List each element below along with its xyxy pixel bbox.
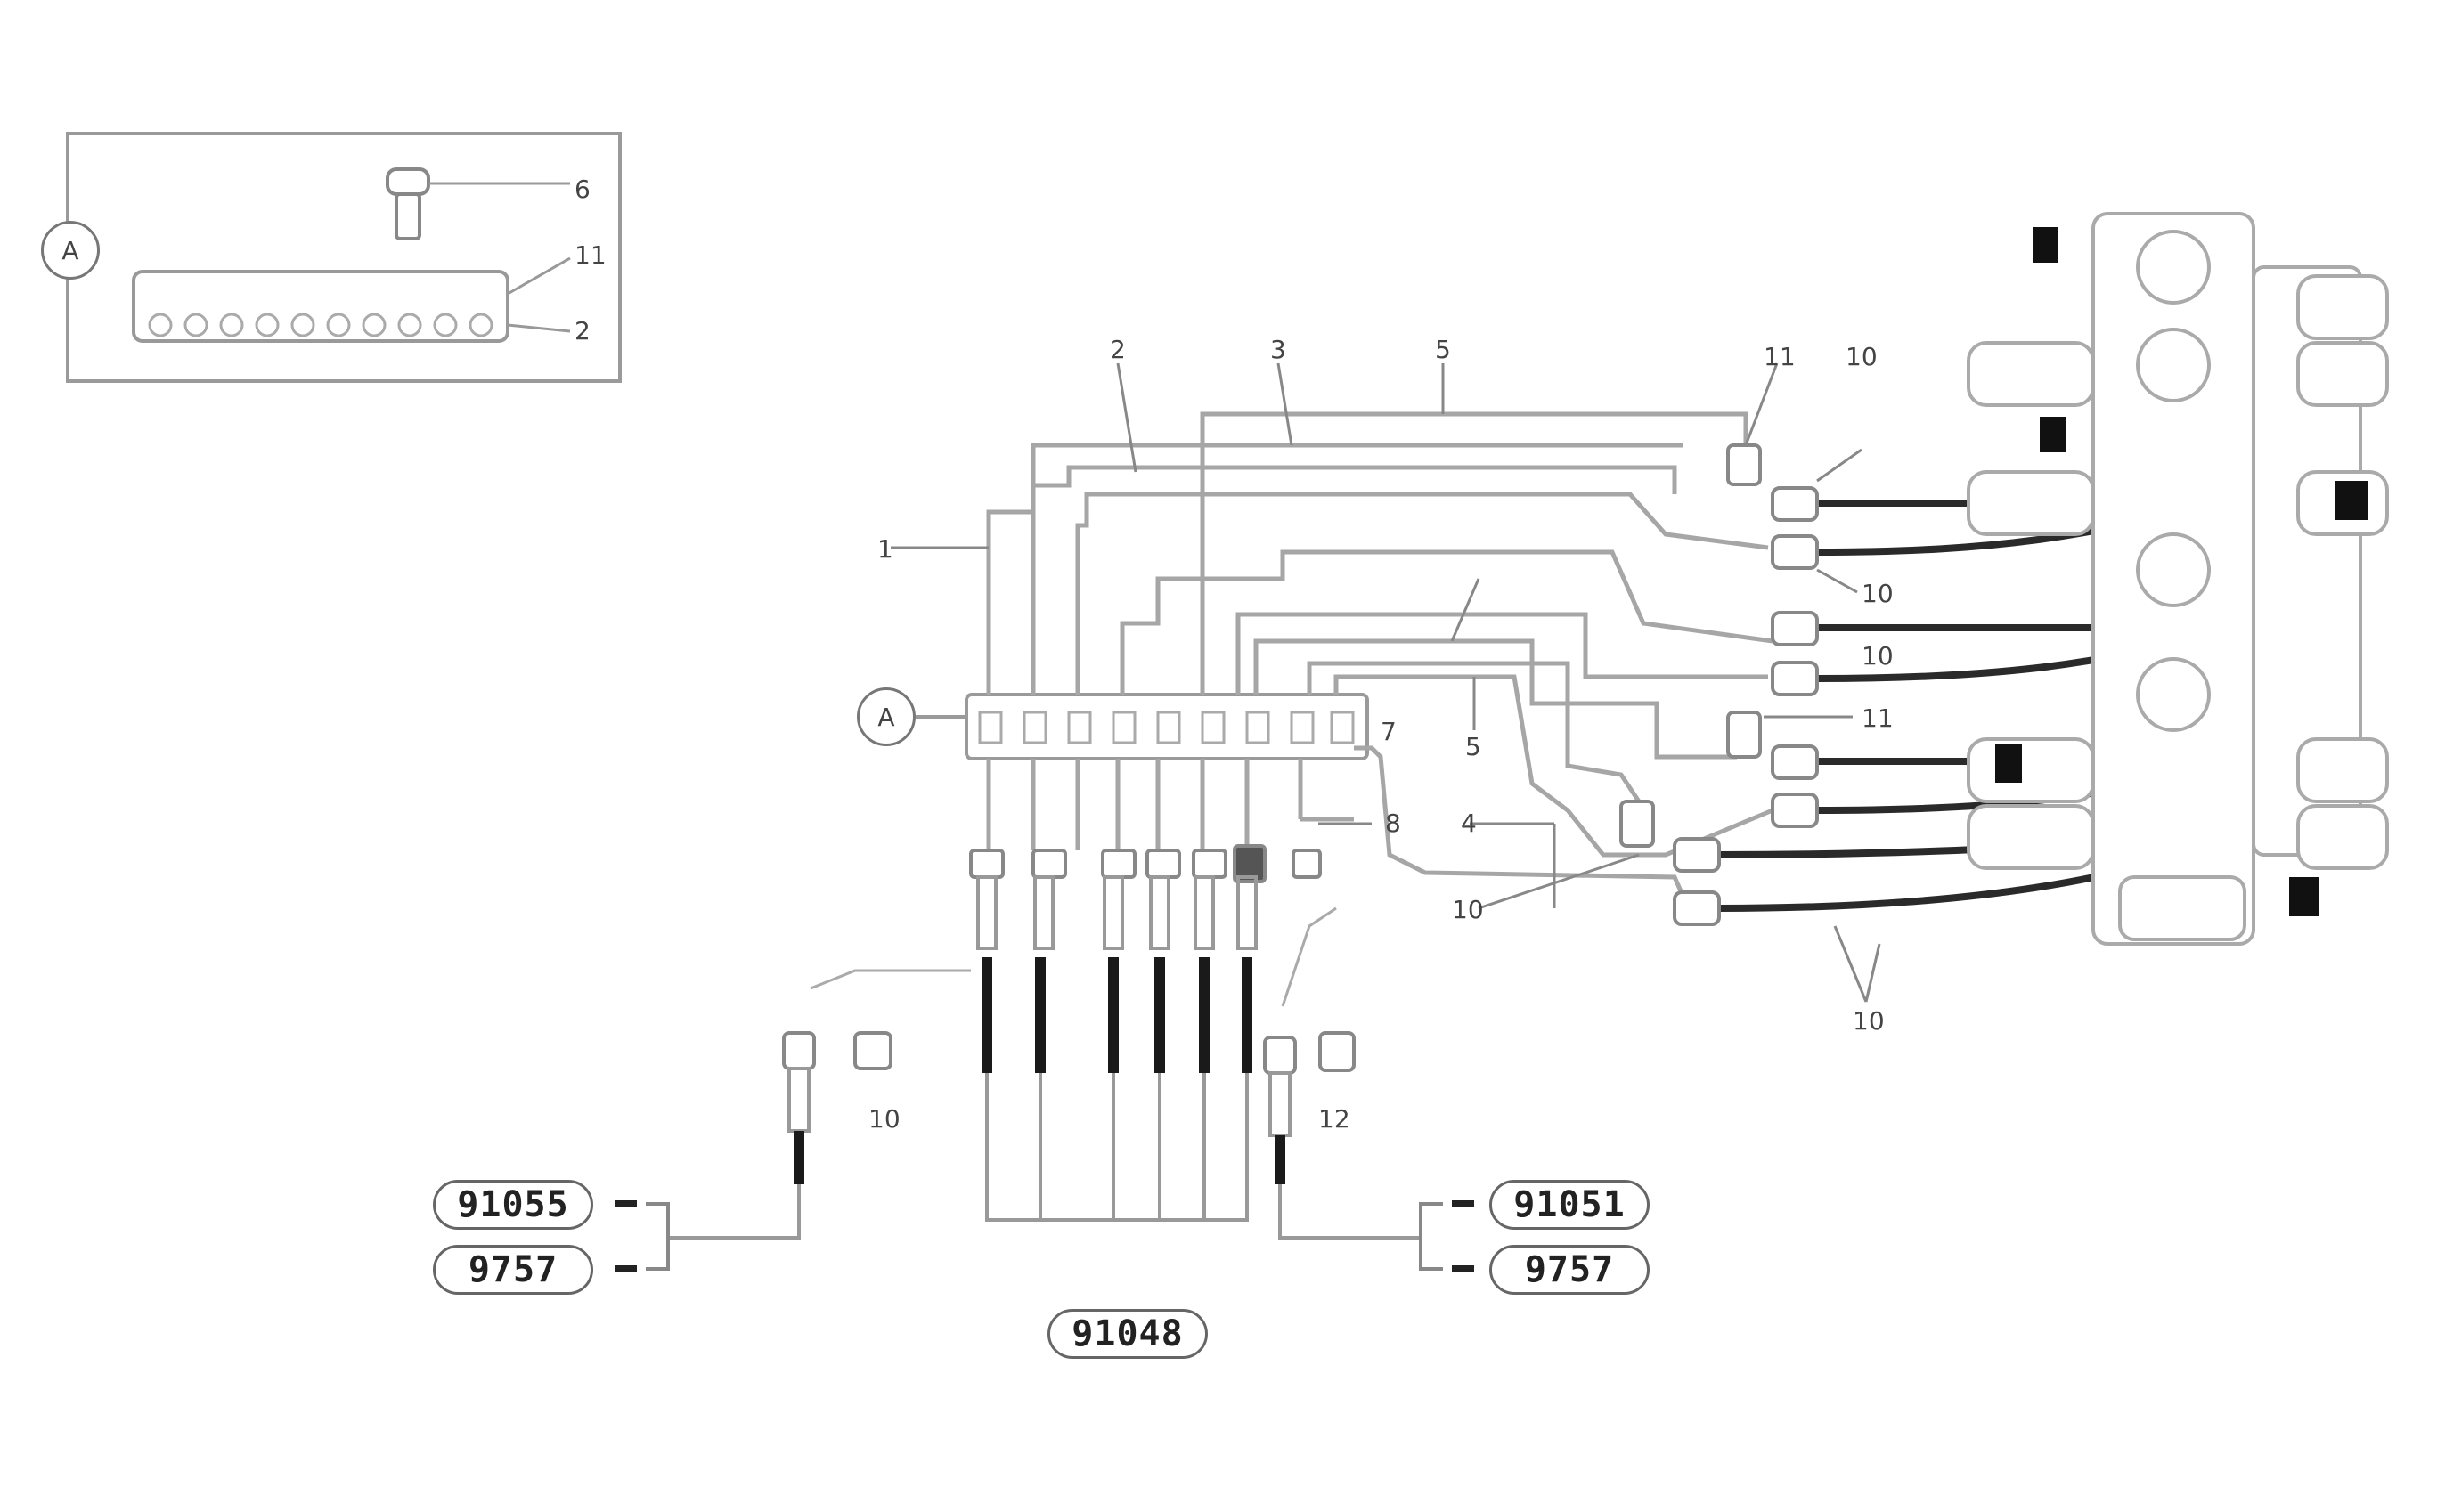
callout-detail-11: 11 [575,240,607,270]
callout-detail-6: 6 [575,175,591,204]
callout-side-10e: 10 [868,1104,901,1134]
callout-leaders [891,362,1881,1003]
ref-box-left-bottom[interactable]: 9757 [433,1245,593,1295]
detail-a-frame [66,132,622,383]
callout-side-1: 1 [877,534,893,564]
plate-a-marker: A [857,687,916,746]
callout-side-10c: 10 [1452,895,1484,924]
callout-side-12: 12 [1318,1104,1350,1134]
callout-top-3: 3 [1270,335,1286,364]
control-valve-block [1967,212,2389,946]
left-coupling [668,969,971,1240]
fitting-row [969,844,1322,883]
callout-side-4: 4 [1461,809,1477,838]
lower-hoses [986,759,1354,850]
hose-bundle-bracket [985,1073,1249,1222]
fitting-stems [976,875,1258,950]
callout-side-10d: 10 [1853,1006,1885,1036]
ref-box-right-top[interactable]: 91051 [1489,1180,1650,1230]
valve-hose-fittings [1619,443,1819,926]
reference-brackets [615,1200,1474,1272]
callout-side-10b: 10 [1862,641,1894,671]
callout-side-11: 11 [1862,703,1894,733]
bulkhead-plate [916,693,1369,760]
callout-top-11: 11 [1764,342,1796,371]
dark-coupling-hoses [982,957,1252,1073]
callout-side-8: 8 [1385,809,1401,838]
valve-black-blocks [1995,227,2368,916]
callout-top-10: 10 [1846,342,1878,371]
callout-top-5: 5 [1435,335,1451,364]
grey-hose-routes [986,411,1773,919]
right-coupling [1263,906,1421,1240]
ref-box-left-top[interactable]: 91055 [433,1180,593,1230]
ref-box-right-bottom[interactable]: 9757 [1489,1245,1650,1295]
callout-side-5: 5 [1465,732,1481,761]
callout-side-7: 7 [1381,717,1397,746]
callout-top-2: 2 [1110,335,1126,364]
callout-side-10a: 10 [1862,579,1894,608]
detail-a-marker: A [41,221,100,280]
callout-detail-2: 2 [575,316,591,345]
ref-box-center[interactable]: 91048 [1047,1309,1208,1359]
